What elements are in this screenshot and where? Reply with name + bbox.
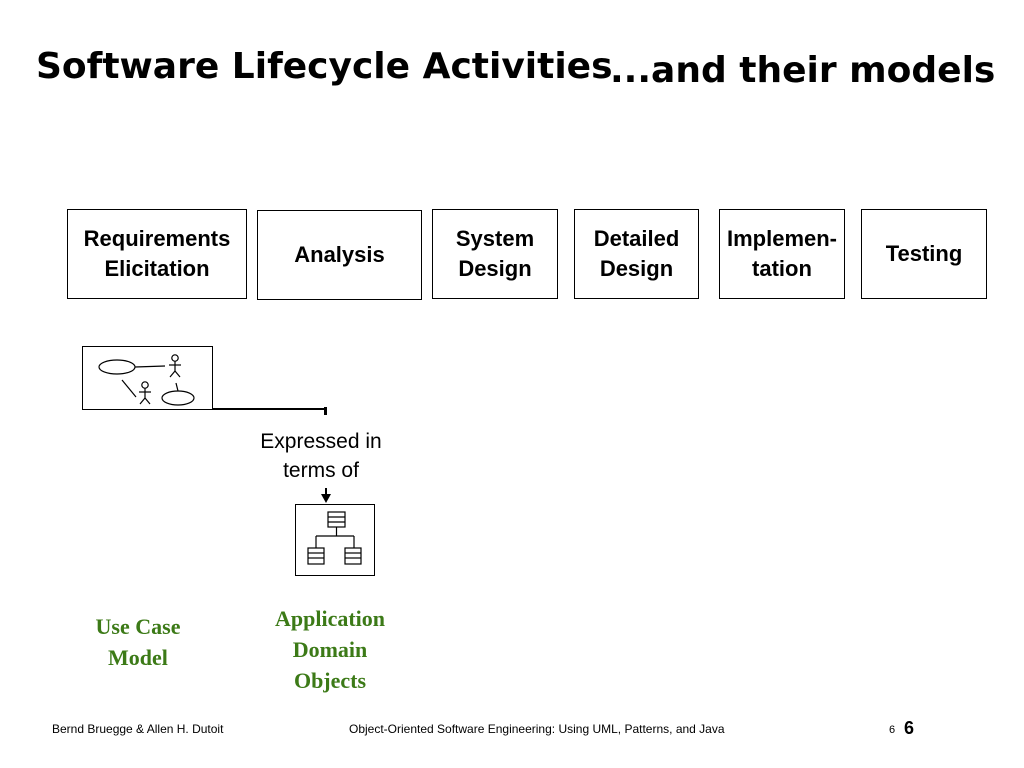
arrow-shaft (325, 488, 327, 496)
connector-tick (324, 407, 327, 415)
activity-detailed-design: Detailed Design (574, 209, 699, 299)
use-case-model-box (82, 346, 213, 410)
domain-objects-box (295, 504, 375, 576)
footer-book-title: Object-Oriented Software Engineering: Us… (349, 722, 725, 736)
relation-label: Expressed in terms of (260, 430, 382, 483)
activity-implementation: Implemen- tation (719, 209, 845, 299)
footer-authors: Bernd Bruegge & Allen H. Dutoit (52, 722, 224, 736)
activity-system-design: System Design (432, 209, 558, 299)
slide-subtitle: ...and their models (610, 50, 996, 91)
arrow-down-icon (321, 494, 331, 503)
connector-line (213, 408, 325, 410)
class-diagram-icon (307, 511, 362, 565)
slide-number-small: 6 (889, 724, 896, 736)
activity-testing: Testing (861, 209, 987, 299)
use-case-diagram-icon (98, 354, 195, 406)
activity-analysis: Analysis (257, 210, 422, 300)
domain-objects-caption: Application Domain Objects (274, 606, 386, 693)
activity-requirements-elicitation: Requirements Elicitation (67, 209, 247, 299)
use-case-model-caption: Use Case Model (95, 614, 181, 670)
slide-number: 6 (904, 718, 915, 738)
slide-title: Software Lifecycle Activities (36, 46, 613, 87)
